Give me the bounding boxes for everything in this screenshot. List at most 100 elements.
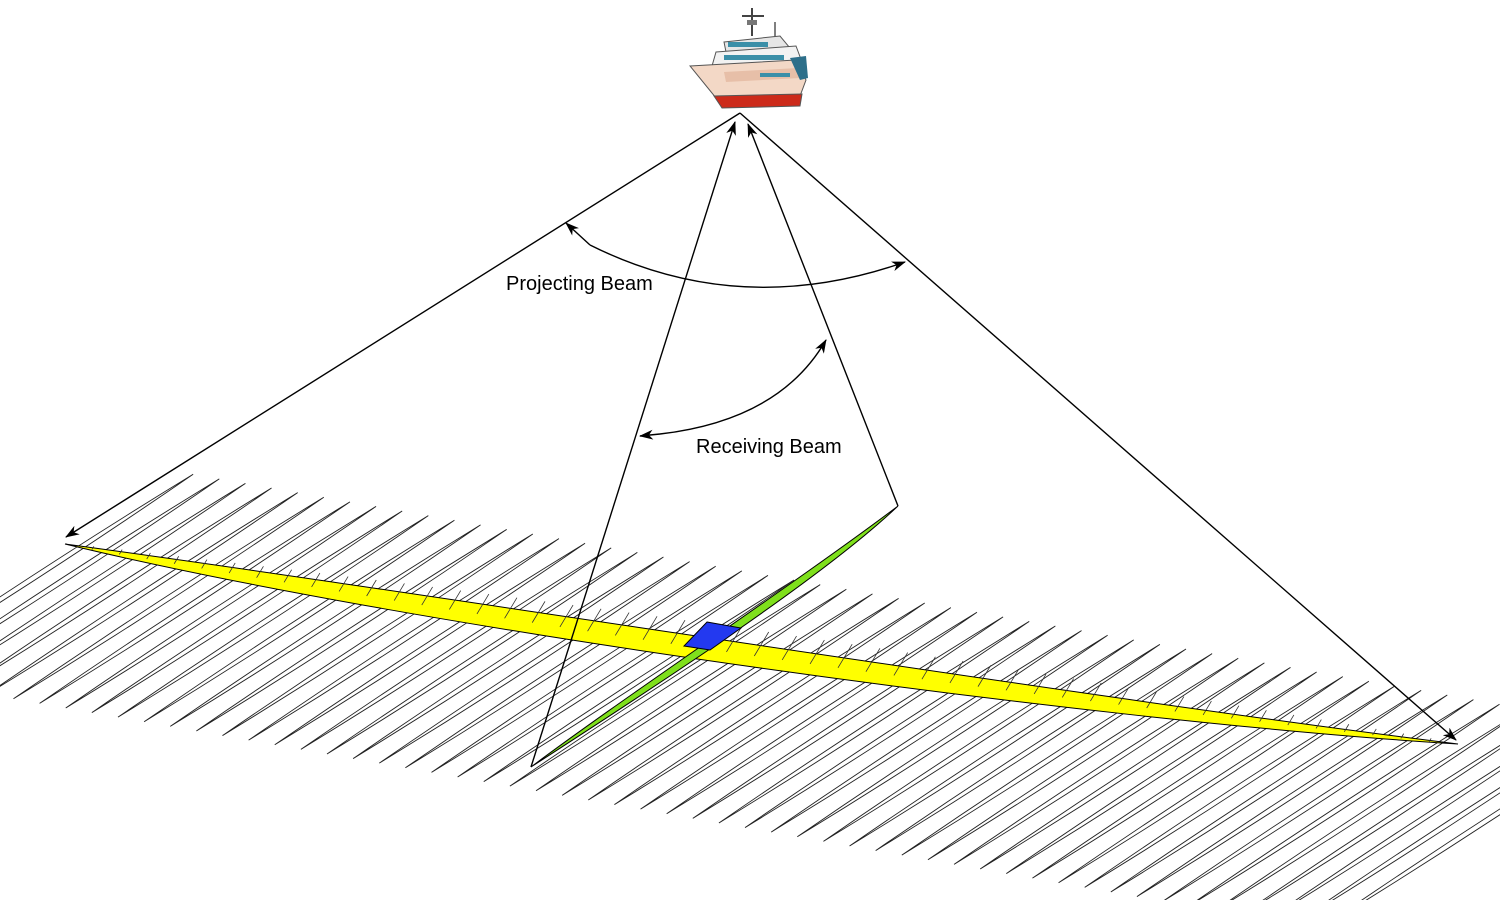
receiving-beam-angle-arc <box>659 339 827 435</box>
receiving-beam-left-edge <box>530 121 736 768</box>
footprint-cell-divider <box>1174 696 1185 712</box>
survey-ship-icon <box>688 8 808 109</box>
swath-ellipse <box>300 547 612 750</box>
swath-ellipse <box>927 657 1239 861</box>
footprint-cell-divider <box>1400 733 1405 739</box>
swath-ellipse <box>352 556 664 759</box>
footprint-cell-divider <box>809 639 825 665</box>
footprint-cell-divider <box>1118 687 1130 705</box>
swath-ellipses <box>0 473 1500 900</box>
swath-ellipse <box>326 552 638 755</box>
swath-ellipse <box>979 667 1291 870</box>
swath-ellipse <box>509 584 821 787</box>
swath-ellipse <box>535 588 847 792</box>
swath-ellipse <box>91 510 403 713</box>
swath-ellipse <box>1163 699 1474 900</box>
footprint-cell-divider <box>504 597 518 619</box>
footprint-cell-divider <box>642 616 658 640</box>
swath-ellipse <box>561 593 873 796</box>
footprint-cell-divider <box>1230 705 1240 719</box>
projecting-footprint-cells <box>91 546 1432 742</box>
swath-ellipse <box>1032 676 1344 879</box>
swath-ellipse <box>13 496 325 700</box>
swath-ellipse <box>1262 744 1500 900</box>
footprint-cell-divider <box>1259 710 1267 722</box>
swath-ellipse <box>1006 671 1317 874</box>
swath-ellipse <box>875 648 1187 851</box>
footprint-cell-divider <box>1315 719 1322 729</box>
projecting-beam-label: Projecting Beam <box>506 273 653 295</box>
swath-ellipse <box>953 662 1265 865</box>
footprint-cell-divider <box>1428 738 1432 742</box>
swath-ellipse <box>1136 694 1448 897</box>
footprint-cell-divider <box>726 627 742 653</box>
swath-ellipse <box>1295 765 1500 900</box>
swath-ellipse <box>0 478 220 625</box>
footprint-cell-divider <box>146 552 151 560</box>
footprint-cell-divider <box>559 604 574 628</box>
swath-ellipse <box>849 644 1161 847</box>
projecting-footprint <box>64 543 1459 745</box>
swath-ellipse <box>117 515 429 718</box>
swath-ellipse <box>0 483 246 646</box>
footprint-cell-divider <box>421 586 433 606</box>
footprint-cell-divider <box>1202 700 1212 716</box>
swath-ellipse <box>1229 724 1500 900</box>
swath-ellipse <box>222 533 534 736</box>
intersection-cell <box>682 621 743 651</box>
swath-ellipse <box>1361 808 1500 900</box>
projecting-footprint-shape <box>64 543 1459 745</box>
swath-ellipse <box>588 598 899 801</box>
swath-ellipse <box>823 639 1134 842</box>
swath-ellipse <box>431 570 743 773</box>
swath-ellipse <box>692 616 1004 819</box>
swath-ellipse <box>1328 787 1500 900</box>
swath-ellipse <box>0 487 272 667</box>
swath-ellipse <box>770 630 1082 833</box>
footprint-cell-divider <box>865 648 881 672</box>
swath-ellipse <box>614 602 925 805</box>
swath-ellipse <box>0 492 298 687</box>
swath-ellipse <box>666 611 978 815</box>
swath-ellipse <box>1058 680 1370 884</box>
swath-ellipse <box>379 561 690 764</box>
swath-ellipse <box>143 519 455 723</box>
swath-ellipse <box>457 575 769 778</box>
projecting-beam-left-edge <box>65 112 741 538</box>
swath-ellipse <box>0 473 194 603</box>
footprint-cell-divider <box>476 593 490 615</box>
footprint-cell-divider <box>1061 678 1074 698</box>
footprint-cell-divider <box>173 556 180 564</box>
footprint-cell-divider <box>949 660 964 684</box>
swath-ellipse <box>640 607 952 810</box>
swath-ellipse <box>797 634 1108 838</box>
receiving-beam-angle-arc-start <box>639 429 661 440</box>
swath-ellipse <box>248 538 560 741</box>
footprint-cell-divider <box>1146 691 1157 709</box>
swath-ellipse <box>39 501 351 704</box>
swath-ellipse <box>901 653 1213 856</box>
footprint-cell-divider <box>311 572 321 588</box>
footprint-cell-divider <box>449 590 462 610</box>
footprint-cell-divider <box>256 566 264 578</box>
footprint-cell-divider <box>977 665 992 687</box>
swath-ellipse <box>718 621 1030 824</box>
footprint-cell-divider <box>1343 724 1350 732</box>
receiving-beam-right-edge <box>747 123 899 507</box>
footprint-cell-divider <box>228 562 236 574</box>
projecting-beam-right-edge <box>739 112 1457 741</box>
footprint-cell-divider <box>587 608 602 632</box>
footprint-cell-divider <box>366 579 377 597</box>
footprint-cell-divider <box>1090 682 1102 702</box>
projecting-beam-angle-arc-start <box>565 222 591 246</box>
receiving-beam-label: Receiving Beam <box>696 436 842 458</box>
projecting-beam-angle-arc <box>589 244 906 288</box>
footprint-cell-divider <box>393 583 405 601</box>
footprint-cell-divider <box>781 635 797 661</box>
footprint-cell-divider <box>201 559 208 569</box>
footprint-cell-divider <box>921 656 936 680</box>
footprint-cell-divider <box>283 569 293 583</box>
swath-ellipse <box>65 506 377 709</box>
footprint-cell-divider <box>338 576 349 592</box>
